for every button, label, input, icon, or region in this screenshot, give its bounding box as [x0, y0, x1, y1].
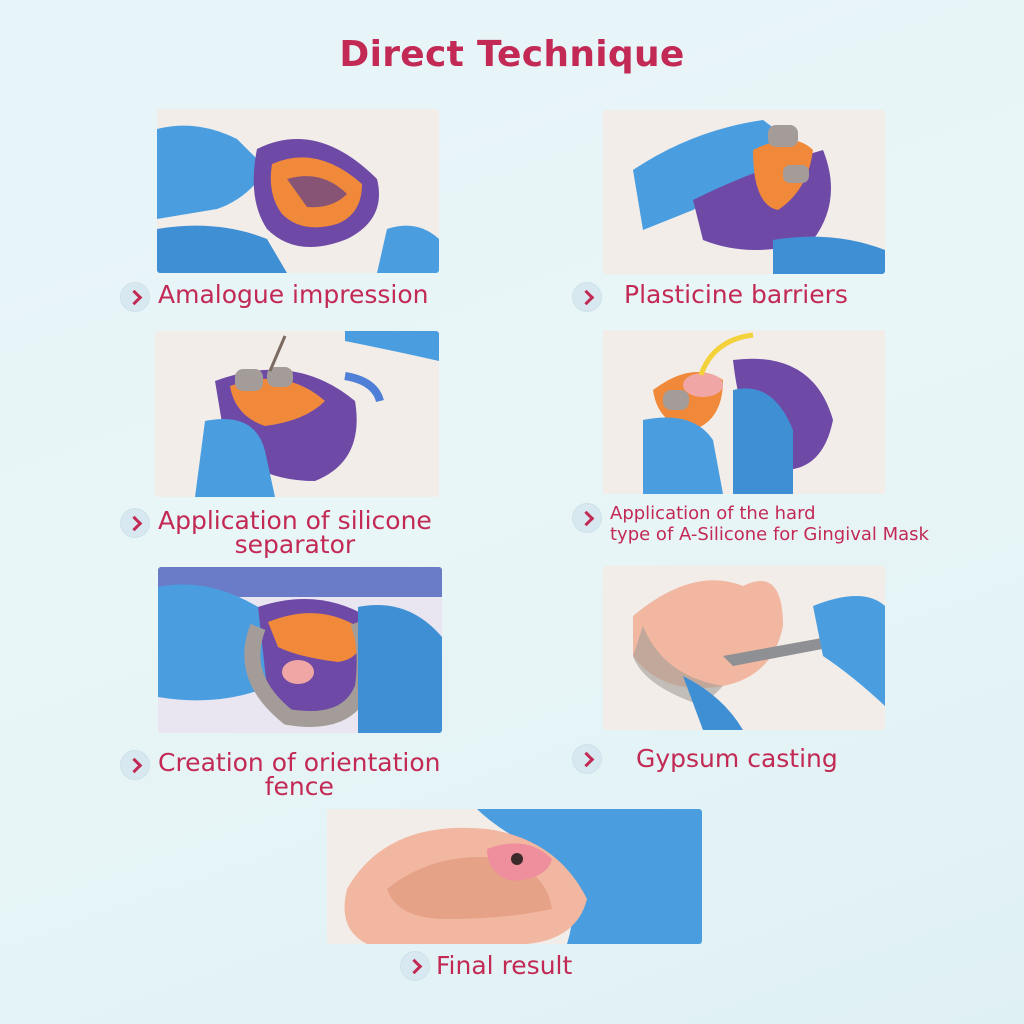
- chevron-right-icon: [573, 745, 601, 773]
- photo-plasticine-barriers: [603, 110, 885, 274]
- chevron-right-icon: [121, 751, 149, 779]
- caption-plasticine-barriers: Plasticine barriers: [624, 280, 848, 309]
- caption-silicone-separator: Application of silicone separator: [158, 506, 432, 559]
- chevron-right-icon: [121, 509, 149, 537]
- chevron-right-icon: [401, 952, 429, 980]
- page-title: Direct Technique: [339, 34, 685, 75]
- caption-line: Plasticine barriers: [624, 280, 848, 309]
- caption-orientation-fence: Creation of orientation fence: [158, 748, 441, 801]
- caption-line: Creation of orientation: [158, 748, 441, 777]
- caption-gypsum-casting: Gypsum casting: [636, 744, 838, 773]
- caption-amalogue-impression: Amalogue impression: [158, 280, 429, 309]
- caption-line: Gypsum casting: [636, 744, 838, 773]
- caption-final-result: Final result: [436, 951, 573, 980]
- caption-line: type of A-Silicone for Gingival Mask: [610, 524, 929, 545]
- chevron-right-icon: [573, 504, 601, 532]
- caption-line: fence: [264, 772, 334, 801]
- caption-line: Final result: [436, 951, 573, 980]
- caption-line: separator: [234, 530, 356, 559]
- chevron-right-icon: [121, 283, 149, 311]
- photo-gingival-mask: [603, 330, 885, 494]
- caption-line: Application of the hard: [610, 503, 816, 524]
- photo-orientation-fence: [158, 567, 442, 733]
- photo-amalogue-impression: [157, 109, 439, 273]
- photo-silicone-separator: [155, 331, 439, 497]
- photo-final-result: [327, 809, 702, 944]
- photo-gypsum-casting: [603, 566, 885, 730]
- caption-line: Amalogue impression: [158, 280, 429, 309]
- caption-gingival-mask: Application of the hard type of A-Silico…: [610, 503, 929, 545]
- caption-line: Application of silicone: [158, 506, 432, 535]
- chevron-right-icon: [573, 283, 601, 311]
